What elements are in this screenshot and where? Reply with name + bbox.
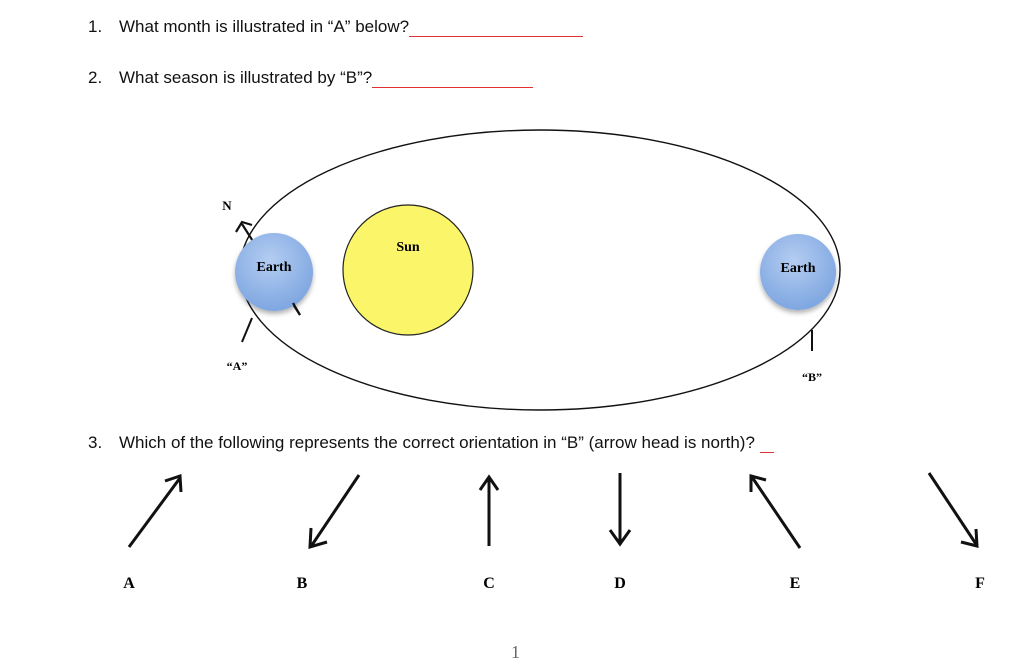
option-f-label: F [975,575,985,592]
question-1: 1. What month is illustrated in “A” below… [88,17,584,37]
option-e-arrow-icon[interactable] [749,474,802,549]
question-3: 3. Which of the following represents the … [88,433,774,453]
earth-right [760,234,836,310]
option-b-label: B [297,575,308,592]
earth-left-label: Earth [257,260,292,275]
question-3-number: 3. [88,433,103,452]
earth-right-label: Earth [781,261,816,276]
question-2-answer-blank[interactable] [372,73,534,88]
sun-label: Sun [396,240,420,255]
question-3-text: Which of the following represents the co… [119,433,755,452]
option-b-arrow-icon[interactable] [308,474,361,550]
question-1-answer-blank[interactable] [409,22,584,37]
earth-left [235,233,313,311]
question-1-number: 1. [88,17,103,36]
question-1-text: What month is illustrated in “A” below? [119,17,410,36]
question-3-answer-blank[interactable] [759,438,774,453]
north-label: N [222,198,232,213]
option-a-arrow-icon[interactable] [127,473,183,548]
option-f-arrow-icon[interactable] [927,472,979,548]
position-b-label: “B” [802,370,822,384]
sun [342,204,474,336]
option-d-label: D [614,575,626,592]
page-number: 1 [511,642,520,662]
question-2-number: 2. [88,68,103,87]
option-a-label: A [123,575,135,592]
question-2: 2. What season is illustrated by “B”? [88,68,534,88]
orbit-ellipse [239,129,841,411]
north-arrow-head-icon [235,220,253,233]
option-e-label: E [790,575,801,592]
option-c-label: C [483,575,495,592]
earth-left-axis-bottom [241,317,253,343]
option-d-arrow-icon[interactable] [608,473,632,547]
earth-left-axis-mid [292,302,301,316]
option-c-arrow-icon[interactable] [478,474,500,546]
question-2-text: What season is illustrated by “B”? [119,68,373,87]
position-a-label: “A” [227,359,248,373]
